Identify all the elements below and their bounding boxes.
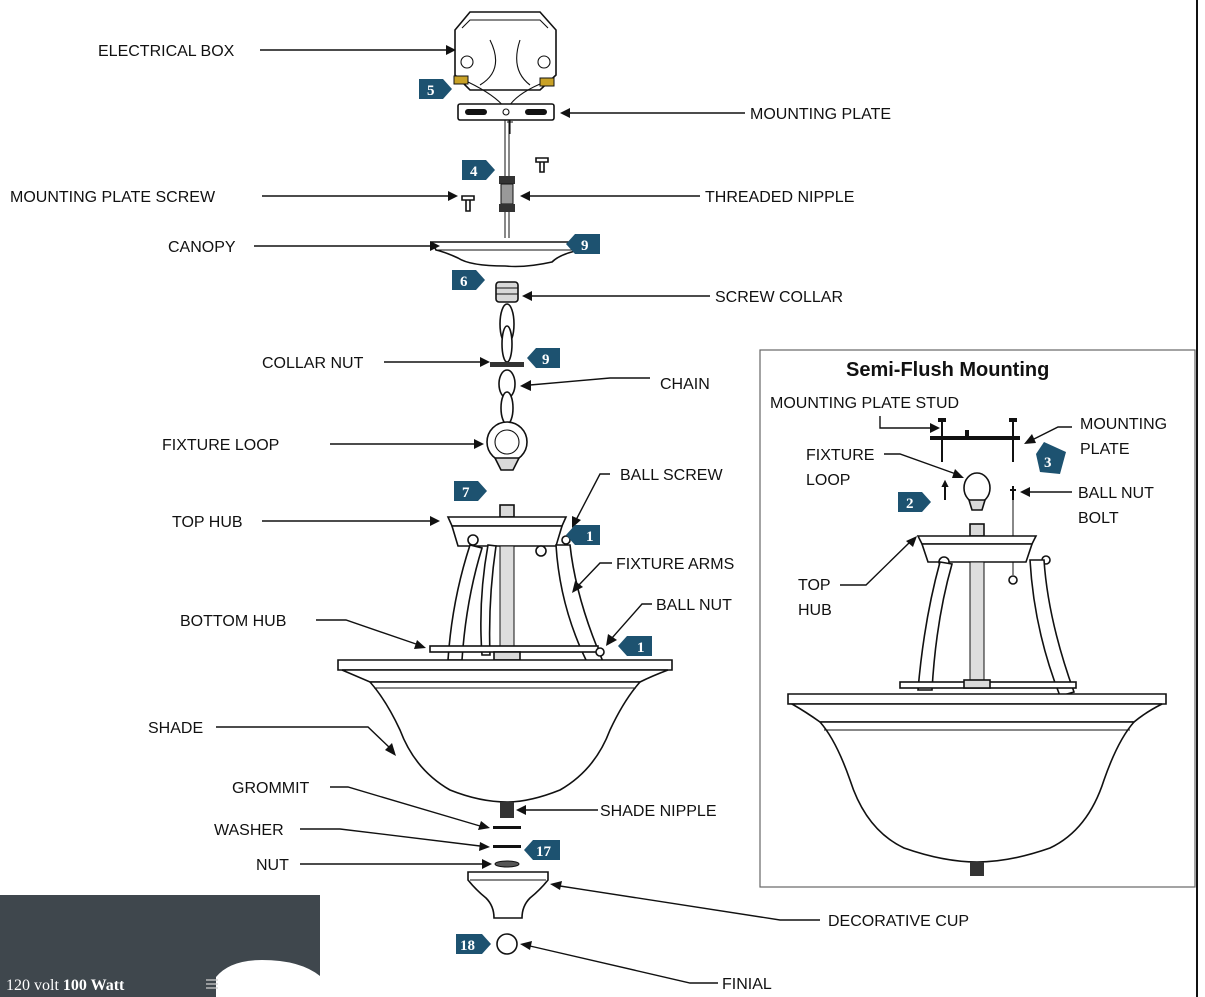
step-badge-1-nut: 1 — [618, 636, 652, 656]
finial-illustration — [496, 933, 518, 955]
svg-text:17: 17 — [536, 844, 552, 860]
label-nut: NUT — [256, 857, 289, 874]
mounting-plate-illustration — [457, 103, 555, 134]
canopy-illustration — [430, 241, 586, 268]
inset-fixture-loop-illustration — [941, 472, 1018, 585]
inset-label-fixture-loop-1: FIXTURE — [806, 447, 874, 464]
step-badge-2: 2 — [898, 492, 931, 512]
svg-text:4: 4 — [470, 164, 478, 180]
decorative-cup-illustration — [467, 871, 549, 919]
svg-text:6: 6 — [460, 274, 468, 290]
threaded-nipple-illustration — [499, 120, 515, 238]
bulb-spec-panel: 120 volt 100 Watt — [0, 895, 320, 997]
label-decorative-cup: DECORATIVE CUP — [828, 913, 969, 930]
step-badge-1-screw: 1 — [566, 525, 600, 545]
step-badges: 5 4 6 7 18 9 9 1 — [419, 79, 652, 954]
label-shade-nipple: SHADE NIPPLE — [600, 803, 716, 820]
step-badge-5: 5 — [419, 79, 452, 99]
label-chain: CHAIN — [660, 376, 710, 393]
step-badge-9-collar: 9 — [527, 348, 560, 368]
step-badge-18: 18 — [456, 934, 491, 954]
step-badge-17: 17 — [524, 840, 560, 860]
inset-label-ball-nut-bolt-1: BALL NUT — [1078, 485, 1154, 502]
main-exploded-view — [337, 11, 673, 955]
svg-text:5: 5 — [427, 83, 435, 99]
fixture-loop-illustration — [486, 421, 528, 471]
label-collar-nut: COLLAR NUT — [262, 355, 364, 372]
label-washer: WASHER — [214, 822, 284, 839]
hardware-illustration — [493, 826, 521, 868]
label-bottom-hub: BOTTOM HUB — [180, 613, 286, 630]
callouts: ELECTRICAL BOX MOUNTING PLATE MOUNTING P… — [10, 43, 969, 993]
label-screw-collar: SCREW COLLAR — [715, 289, 843, 306]
label-mounting-plate: MOUNTING PLATE — [750, 106, 891, 123]
label-fixture-loop: FIXTURE LOOP — [162, 437, 279, 454]
inset-fixture-body-illustration — [787, 523, 1167, 876]
inset-label-mounting-plate-stud: MOUNTING PLATE STUD — [770, 395, 959, 412]
svg-text:9: 9 — [542, 352, 550, 368]
step-badge-9-canopy: 9 — [566, 234, 600, 254]
bulb-icon — [216, 960, 320, 997]
label-mounting-plate-screw: MOUNTING PLATE SCREW — [10, 189, 216, 206]
label-canopy: CANOPY — [168, 239, 236, 256]
chain-illustration — [490, 303, 524, 425]
inset-mounting-plate-illustration — [930, 418, 1020, 462]
step-badge-7: 7 — [454, 481, 487, 501]
label-ball-nut: BALL NUT — [656, 597, 732, 614]
fixture-body-illustration — [337, 504, 673, 818]
label-electrical-box: ELECTRICAL BOX — [98, 43, 235, 60]
svg-text:1: 1 — [586, 529, 594, 545]
inset-label-ball-nut-bolt-2: BOLT — [1078, 510, 1119, 527]
label-top-hub: TOP HUB — [172, 514, 243, 531]
step-badge-3: 3 — [1036, 442, 1066, 474]
svg-text:3: 3 — [1044, 455, 1052, 471]
label-ball-screw: BALL SCREW — [620, 467, 723, 484]
inset-label-top-hub-2: HUB — [798, 602, 832, 619]
bulb-spec-text: 120 volt 100 Watt — [6, 977, 125, 994]
inset-label-fixture-loop-2: LOOP — [806, 472, 850, 489]
electrical-box-illustration — [453, 11, 557, 109]
svg-text:7: 7 — [462, 485, 470, 501]
label-finial: FINIAL — [722, 976, 772, 993]
inset-label-mounting-plate-2: PLATE — [1080, 441, 1130, 458]
svg-text:1: 1 — [637, 640, 645, 656]
svg-text:2: 2 — [906, 496, 914, 512]
inset-label-top-hub-1: TOP — [798, 577, 831, 594]
inset-label-mounting-plate-1: MOUNTING — [1080, 416, 1167, 433]
mounting-plate-screws — [461, 157, 549, 212]
svg-text:18: 18 — [460, 938, 475, 954]
step-badge-4: 4 — [462, 160, 495, 180]
step-badge-6: 6 — [452, 270, 485, 290]
label-grommit: GROMMIT — [232, 780, 310, 797]
screw-collar-illustration — [495, 281, 519, 303]
inset-semi-flush: Semi-Flush Mounting — [759, 349, 1196, 888]
svg-text:9: 9 — [581, 238, 589, 254]
label-threaded-nipple: THREADED NIPPLE — [705, 189, 854, 206]
label-fixture-arms: FIXTURE ARMS — [616, 556, 734, 573]
inset-title: Semi-Flush Mounting — [846, 359, 1049, 381]
label-shade: SHADE — [148, 720, 203, 737]
